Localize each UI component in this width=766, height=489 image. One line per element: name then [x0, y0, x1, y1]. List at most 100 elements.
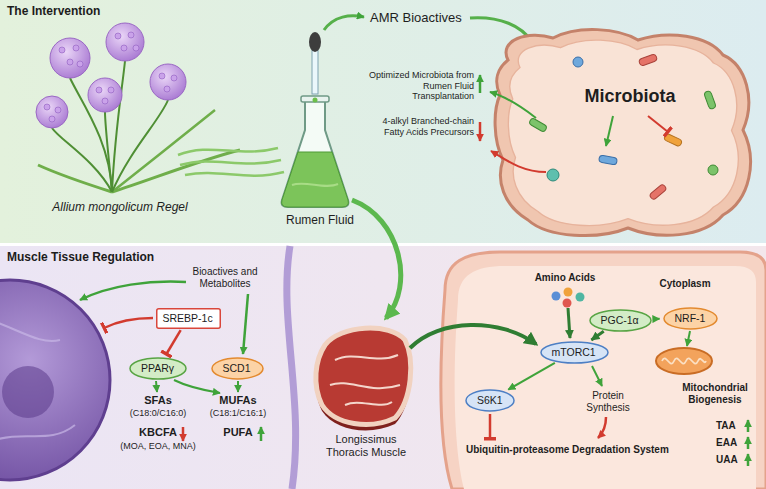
amino-acid-label: TAA — [716, 420, 744, 432]
microbe-arrow — [491, 151, 546, 172]
gene-oval: NRF-1 — [663, 307, 718, 330]
allium-plant — [67, 59, 73, 65]
allium-plant — [96, 87, 102, 93]
cell-nucleus — [2, 366, 54, 418]
change-arrow — [748, 420, 749, 466]
flow-arrow — [410, 325, 536, 348]
rumen-organ — [649, 184, 667, 201]
label-text: TAA — [716, 420, 744, 432]
node-label: PPARγ — [141, 362, 175, 375]
extract-lines — [178, 148, 284, 176]
kinase-oval: S6K1 — [465, 389, 515, 412]
rumen-organ — [547, 169, 559, 181]
allium-plant — [112, 100, 168, 192]
metabolite-label: MUFAs — [196, 394, 280, 407]
metabolite-detail: (MOA, EOA, MNA) — [108, 441, 208, 452]
pathway-arrow — [156, 381, 157, 392]
label-text: SFAs — [118, 394, 198, 407]
flow-arrow — [324, 16, 364, 30]
allium-plant — [108, 87, 114, 93]
region-label: Cytoplasm — [650, 278, 720, 290]
label-text: MUFAs — [196, 394, 280, 407]
change-arrow — [747, 437, 750, 449]
oval-outline — [664, 308, 717, 329]
allium-plant — [36, 23, 240, 192]
allium-plant — [171, 75, 177, 81]
amino-acid-label: UAA — [716, 454, 744, 466]
label-text: KBCFA — [133, 426, 183, 439]
label-text: Allium mongolicum Regel — [30, 200, 210, 214]
gene-oval: PPARγ — [129, 357, 187, 380]
allium-plant — [44, 32, 177, 122]
gene-oval: PGC-1α — [589, 309, 652, 332]
oval-outline — [466, 390, 514, 411]
node-label: S6K1 — [477, 394, 503, 407]
metabolite-detail: (C18:1/C16:1) — [193, 408, 283, 419]
process-label: Mitochondrial Biogenesis — [668, 382, 762, 406]
mitochondrion — [656, 348, 712, 374]
amino-acid-dots — [564, 288, 573, 297]
microbe-arrow — [490, 92, 536, 118]
box-outline — [156, 308, 220, 328]
allium-plant — [49, 116, 55, 122]
change-arrow — [480, 75, 481, 141]
label-text: Protein Synthesis — [578, 390, 638, 414]
label-text: Longissimus Thoracis Muscle — [314, 433, 418, 459]
cell-membrane — [287, 246, 296, 489]
rumen-flask — [282, 32, 349, 207]
rumen-organ — [495, 30, 750, 236]
allium-plant — [88, 78, 122, 112]
allium-plant — [36, 96, 68, 128]
tissue-label: Longissimus Thoracis Muscle — [314, 433, 418, 459]
muscle-cut — [316, 328, 411, 430]
label-text: (MOA, EOA, MNA) — [108, 441, 208, 452]
allium-plant — [164, 86, 170, 92]
flow-arrow — [352, 200, 401, 318]
label-text: Cytoplasm — [650, 278, 720, 290]
allium-plant — [115, 33, 121, 39]
rumen-flask — [282, 152, 349, 207]
node-label: SCD1 — [223, 362, 252, 375]
node-label: SREBP-1c — [163, 312, 214, 325]
pathway-arrow — [104, 318, 153, 328]
metabolite-label: PUFA — [218, 426, 258, 439]
label-text: Ubiquitin-proteasome Degradation System — [466, 444, 711, 456]
rumen-flask — [292, 184, 338, 186]
node-label: NRF-1 — [675, 312, 706, 325]
label-text: Mitochondrial Biogenesis — [668, 382, 762, 406]
rumen-organ — [648, 116, 668, 132]
mitochondrion — [662, 358, 706, 363]
process-box: SREBP-1c — [156, 308, 221, 329]
label-text: Rumen Fluid — [270, 213, 370, 227]
rumen-flask — [301, 96, 329, 102]
rumen-organ — [528, 117, 547, 132]
item-label: Rumen Fluid — [270, 213, 370, 227]
flow-arrow — [410, 325, 536, 348]
amino-acid-dots — [552, 292, 561, 301]
cell-nucleus — [0, 280, 110, 480]
rumen-organ — [708, 165, 718, 175]
rumen-organ — [663, 133, 682, 147]
muscle-cut — [330, 355, 400, 405]
metabolite-label: SFAs — [118, 394, 198, 407]
label-text: Bioactives and Metabolites — [180, 266, 270, 290]
pathway-arrow — [80, 282, 186, 300]
cell-nucleus — [0, 320, 75, 440]
amino-acid-dots — [576, 293, 585, 302]
extract-lines — [180, 160, 281, 165]
allium-plant — [55, 107, 61, 113]
allium-plant — [102, 98, 108, 104]
label-text: AMR Bioactives — [370, 10, 480, 25]
species-label: Allium mongolicum Regel — [30, 200, 210, 214]
extract-lines — [185, 172, 284, 176]
extract-lines — [178, 148, 278, 155]
panel-heading: Muscle Tissue Regulation — [7, 250, 759, 264]
rumen-organ — [495, 30, 750, 236]
cell-membrane — [287, 246, 296, 489]
pathway-arrow — [687, 331, 690, 346]
muscle-cell — [455, 266, 756, 489]
change-arrow — [183, 427, 261, 441]
allium-plant — [73, 45, 79, 51]
pathway-arrow — [489, 414, 492, 439]
